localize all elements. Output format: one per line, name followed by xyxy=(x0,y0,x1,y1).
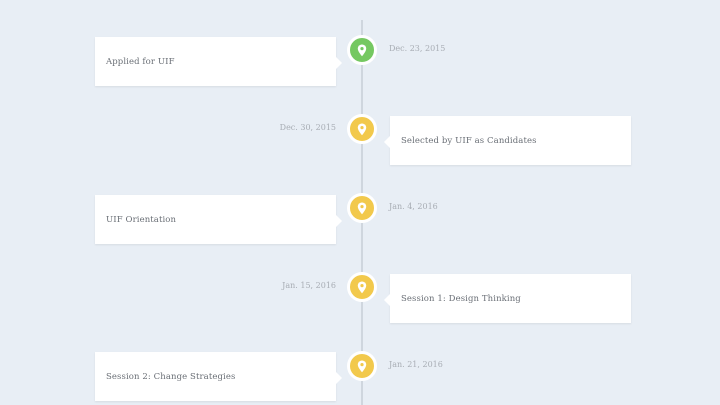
event-date: Jan. 21, 2016 xyxy=(389,360,443,369)
timeline-event-card[interactable]: Session 2: Change Strategies xyxy=(95,352,342,401)
timeline-event-card[interactable]: UIF Orientation xyxy=(95,195,342,244)
event-date: Jan. 4, 2016 xyxy=(389,202,438,211)
map-pin-icon xyxy=(357,360,367,372)
timeline-marker[interactable] xyxy=(347,193,377,223)
timeline-marker[interactable] xyxy=(347,114,377,144)
timeline-event-card[interactable]: Session 1: Design Thinking xyxy=(384,274,631,323)
timeline-marker[interactable] xyxy=(347,35,377,65)
event-label: Session 1: Design Thinking xyxy=(401,293,521,304)
timeline-event-card[interactable]: Applied for UIF xyxy=(95,37,342,86)
event-label: Session 2: Change Strategies xyxy=(106,371,236,382)
timeline-marker[interactable] xyxy=(347,351,377,381)
map-pin-icon xyxy=(357,202,367,214)
map-pin-icon xyxy=(357,281,367,293)
event-label: Selected by UIF as Candidates xyxy=(401,135,537,146)
event-label: UIF Orientation xyxy=(106,214,177,225)
event-date: Jan. 15, 2016 xyxy=(282,281,336,290)
map-pin-icon xyxy=(357,44,367,56)
event-date: Dec. 23, 2015 xyxy=(389,44,446,53)
event-label: Applied for UIF xyxy=(106,56,175,67)
timeline-marker[interactable] xyxy=(347,272,377,302)
event-date: Dec. 30, 2015 xyxy=(279,123,336,132)
timeline-event-card[interactable]: Selected by UIF as Candidates xyxy=(384,116,631,165)
map-pin-icon xyxy=(357,123,367,135)
